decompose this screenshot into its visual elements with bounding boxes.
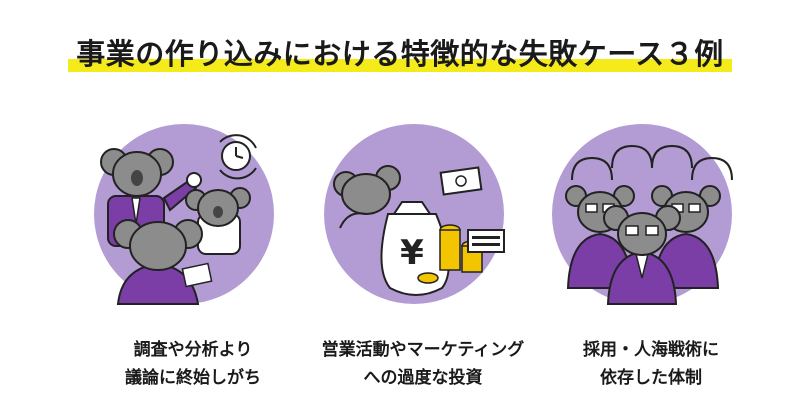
caption-line: 営業活動やマーケティング <box>321 340 525 360</box>
crowd-heads-icon <box>571 144 733 181</box>
page-title: 事業の作り込みにおける特徴的な失敗ケース３例 <box>68 36 732 72</box>
caption-line: への過度な投資 <box>363 368 483 388</box>
sad-koala-icon <box>333 165 401 229</box>
koala-front-icon <box>113 219 213 305</box>
money-illustration: ¥ <box>324 124 505 304</box>
case-caption-3: 採用・人海戦術に 依存した体制 <box>526 336 776 392</box>
banknote-icon <box>439 166 483 196</box>
yen-symbol: ¥ <box>400 233 424 273</box>
title-highlight <box>68 59 732 72</box>
koala-glasses-icon <box>603 205 681 305</box>
case-panel-3: 採用・人海戦術に 依存した体制 <box>546 118 756 408</box>
bill-stack-icon <box>467 229 505 253</box>
caption-line: 議論に終始しがち <box>125 368 261 388</box>
koala-listener-icon <box>185 187 251 255</box>
caption-line: 採用・人海戦術に <box>583 340 719 360</box>
clock-icon <box>219 134 257 180</box>
case-caption-2: 営業活動やマーケティング への過度な投資 <box>298 336 548 392</box>
title-text: 事業の作り込みにおける特徴的な失敗ケース３例 <box>76 37 724 71</box>
case-caption-1: 調査や分析より 議論に終始しがち <box>68 336 318 392</box>
meeting-illustration <box>94 124 274 305</box>
case-panel-2: ¥ 営業活動やマーケティング への過度な投資 <box>318 118 528 408</box>
koala-boss-icon <box>100 148 202 247</box>
title-area: 事業の作り込みにおける特徴的な失敗ケース３例 <box>0 36 800 72</box>
caption-line: 調査や分析より <box>133 340 253 360</box>
case-panel-1: 調査や分析より 議論に終始しがち <box>88 118 298 408</box>
crowd-illustration <box>552 124 733 305</box>
caption-line: 依存した体制 <box>600 368 702 388</box>
